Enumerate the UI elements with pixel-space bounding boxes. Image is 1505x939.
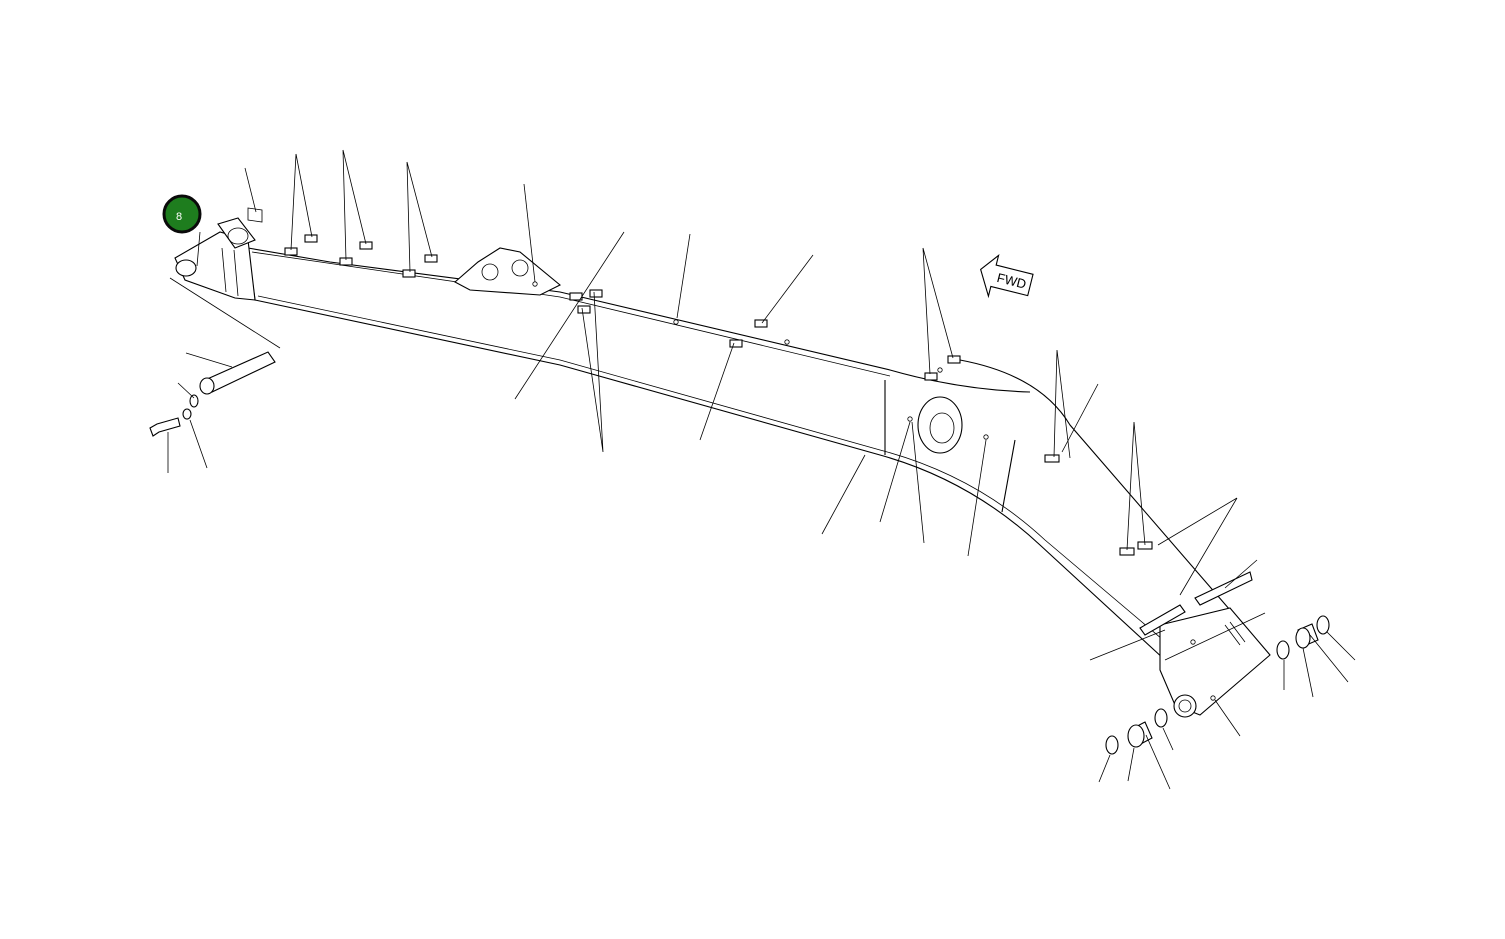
leader-lines bbox=[167, 149, 1356, 790]
callout-hotspot-8[interactable]: 8 bbox=[162, 194, 202, 234]
callout-circle[interactable] bbox=[162, 194, 202, 234]
boom-foot bbox=[174, 207, 263, 301]
side-boss bbox=[917, 396, 963, 454]
fwd-direction-marker: FWD bbox=[980, 253, 1034, 299]
boom-body bbox=[239, 243, 1271, 718]
foot-pin-hardware bbox=[149, 277, 281, 437]
cylinder-bracket bbox=[454, 247, 562, 296]
fwd-label: FWD bbox=[995, 270, 1027, 292]
tip-pin-hardware bbox=[1105, 571, 1330, 755]
clamps bbox=[284, 234, 1216, 701]
callout-label[interactable]: 8 bbox=[176, 211, 182, 223]
